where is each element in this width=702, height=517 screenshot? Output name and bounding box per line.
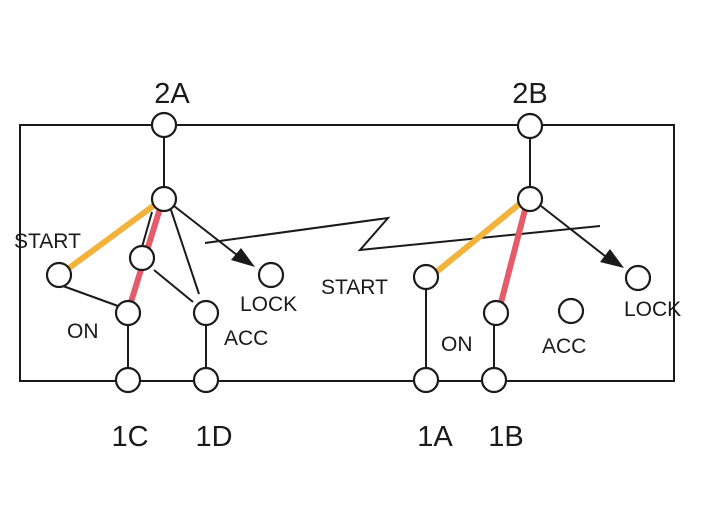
label-start-a: START xyxy=(14,230,81,253)
terminal-1a xyxy=(412,366,440,394)
terminal-1d xyxy=(192,366,220,394)
start-jumper-a xyxy=(58,195,167,277)
label-2b: 2B xyxy=(512,78,547,110)
label-1d: 1D xyxy=(195,421,232,453)
on-terminal-a xyxy=(114,299,142,327)
switch-housing xyxy=(19,124,675,382)
start-jumper-b xyxy=(420,194,531,286)
switch-b: 2B START LOCK ON ACC 1A 1B xyxy=(321,78,681,453)
label-1c: 1C xyxy=(111,421,148,453)
on-terminal-b xyxy=(482,299,510,327)
start-terminal-b xyxy=(412,263,440,291)
start-terminal-a xyxy=(45,261,73,289)
lock-terminal-a xyxy=(257,261,285,289)
label-on-b: ON xyxy=(441,333,473,356)
terminal-2b xyxy=(516,112,544,140)
label-start-b: START xyxy=(321,276,388,299)
acc-terminal-a xyxy=(192,299,220,327)
label-acc-b: ACC xyxy=(542,335,586,358)
common-terminal-b xyxy=(516,185,544,213)
arrow-icon xyxy=(231,248,255,267)
lock-terminal-b xyxy=(624,264,652,292)
label-1a: 1A xyxy=(417,421,453,453)
terminal-2a xyxy=(150,111,178,139)
terminal-1c xyxy=(114,366,142,394)
label-on-a: ON xyxy=(67,320,99,343)
label-lock-a: LOCK xyxy=(240,293,297,316)
label-1b: 1B xyxy=(488,421,523,453)
common-terminal-a xyxy=(150,185,178,213)
mid-terminal-a xyxy=(128,244,156,272)
terminal-1b xyxy=(480,366,508,394)
label-2a: 2A xyxy=(154,78,190,110)
on-jumper-b xyxy=(494,199,530,321)
label-lock-b: LOCK xyxy=(624,298,681,321)
break-line xyxy=(204,216,601,252)
label-acc-a: ACC xyxy=(224,327,268,350)
arrow-icon xyxy=(600,249,624,268)
switch-a: 2A START LOCK ON ACC 1C 1D xyxy=(14,78,297,453)
acc-terminal-b xyxy=(557,297,585,325)
